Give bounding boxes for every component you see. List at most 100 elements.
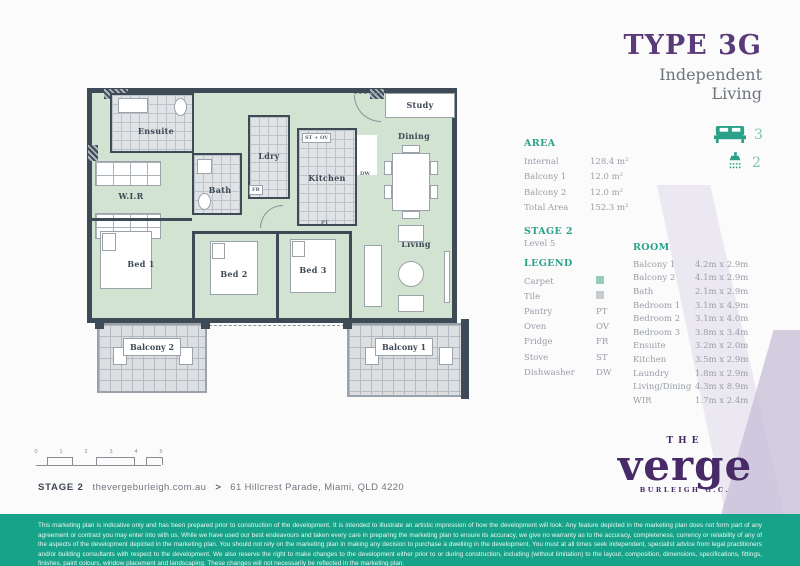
tv-unit <box>444 251 450 303</box>
pillow <box>292 241 305 257</box>
stage-level: Level 5 <box>524 239 556 249</box>
dining-chair <box>384 185 392 199</box>
type-heading: TYPE 3G <box>623 30 762 61</box>
floor-plan: Ensuite W.I.R Bath Ldry FR ST + OV Kitch… <box>85 83 477 403</box>
area-heading: AREA <box>524 138 556 149</box>
pillow <box>212 243 225 259</box>
legend-item: Tile <box>524 289 612 304</box>
scale-bar: 0 1 2 3 4 5 <box>34 449 166 466</box>
room-label-bed1: Bed 1 <box>127 259 155 269</box>
room-label-bed3: Bed 3 <box>299 265 327 275</box>
balcony-chair <box>439 347 453 365</box>
footer-stage: STAGE 2 <box>38 482 84 493</box>
room-laundry <box>248 115 290 199</box>
wall <box>92 218 192 221</box>
scale-line <box>36 457 163 466</box>
vanity <box>118 98 148 113</box>
dining-chair <box>430 185 438 199</box>
room-label-dining: Dining <box>397 131 431 141</box>
verge-logo: THE verge BURLEIGH G.C. <box>610 436 760 494</box>
room-label-kitchen: Kitchen <box>308 173 346 183</box>
pillow <box>102 233 116 251</box>
coffee-table <box>398 261 424 287</box>
door-arc <box>354 95 381 122</box>
balcony-1 <box>347 323 467 397</box>
logo-the: THE <box>666 436 704 446</box>
toilet <box>198 193 211 210</box>
door-arc <box>260 205 283 228</box>
footer-website: thevergeburleigh.com.au <box>92 482 207 493</box>
wall <box>276 231 279 323</box>
room-label-bed2: Bed 2 <box>220 269 248 279</box>
bath-sink <box>197 159 212 174</box>
wall <box>349 231 352 323</box>
fridge-label: FR <box>249 185 263 195</box>
plan-title: TYPE 3G Independent Living <box>624 30 763 103</box>
room-ensuite <box>110 93 194 153</box>
balcony-chair <box>179 347 193 365</box>
entry-door <box>354 93 382 94</box>
room-label-balcony2: Balcony 2 <box>123 338 182 356</box>
logo-name: verge <box>617 441 753 490</box>
shower-icon <box>729 152 741 169</box>
stove-oven-label: ST + OV <box>302 133 332 143</box>
wall <box>192 231 352 234</box>
arrow-icon: > <box>215 482 222 493</box>
room-label-living: Living <box>401 239 431 249</box>
dishwasher-label: DW <box>360 171 370 177</box>
room-label-study: Study <box>406 100 434 110</box>
balcony-post <box>201 319 210 329</box>
balcony-2 <box>97 323 207 393</box>
tile-swatch <box>596 291 604 300</box>
balcony-post <box>95 319 104 329</box>
dining-chair <box>430 161 438 175</box>
bed-count-value: 3 <box>754 126 763 143</box>
pantry-label: PT <box>321 220 329 226</box>
kitchen-bench <box>357 135 377 175</box>
stage-section: STAGE 2 Level 5 <box>524 226 573 249</box>
bath-count-value: 2 <box>752 154 761 171</box>
room-label-ldry: Ldry <box>258 151 280 161</box>
type-subtitle: Independent Living <box>659 65 762 104</box>
legend-heading: LEGEND <box>524 258 573 269</box>
scale-ticks: 0 1 2 3 4 5 <box>34 449 163 455</box>
dining-table <box>392 153 430 211</box>
footer-address: 61 Hillcrest Parade, Miami, QLD 4220 <box>230 482 405 493</box>
sofa <box>364 245 382 307</box>
apartment-outline: Ensuite W.I.R Bath Ldry FR ST + OV Kitch… <box>87 88 457 323</box>
room-kitchen <box>297 128 357 226</box>
balcony-post <box>343 319 352 329</box>
wall <box>192 231 195 323</box>
dining-chair <box>384 161 392 175</box>
structural-wall-hatch <box>370 89 384 99</box>
dining-chair <box>402 145 420 153</box>
room-label-balcony1: Balcony 1 <box>375 338 434 356</box>
room-label-bath: Bath <box>208 185 232 195</box>
logo-sub: BURLEIGH G.C. <box>639 485 731 494</box>
stage-heading: STAGE 2 <box>524 226 573 237</box>
armchair <box>398 295 424 312</box>
disclaimer-text: This marketing plan is indicative only a… <box>38 522 762 566</box>
wardrobe-unit <box>95 161 161 186</box>
balustrade <box>209 325 345 326</box>
